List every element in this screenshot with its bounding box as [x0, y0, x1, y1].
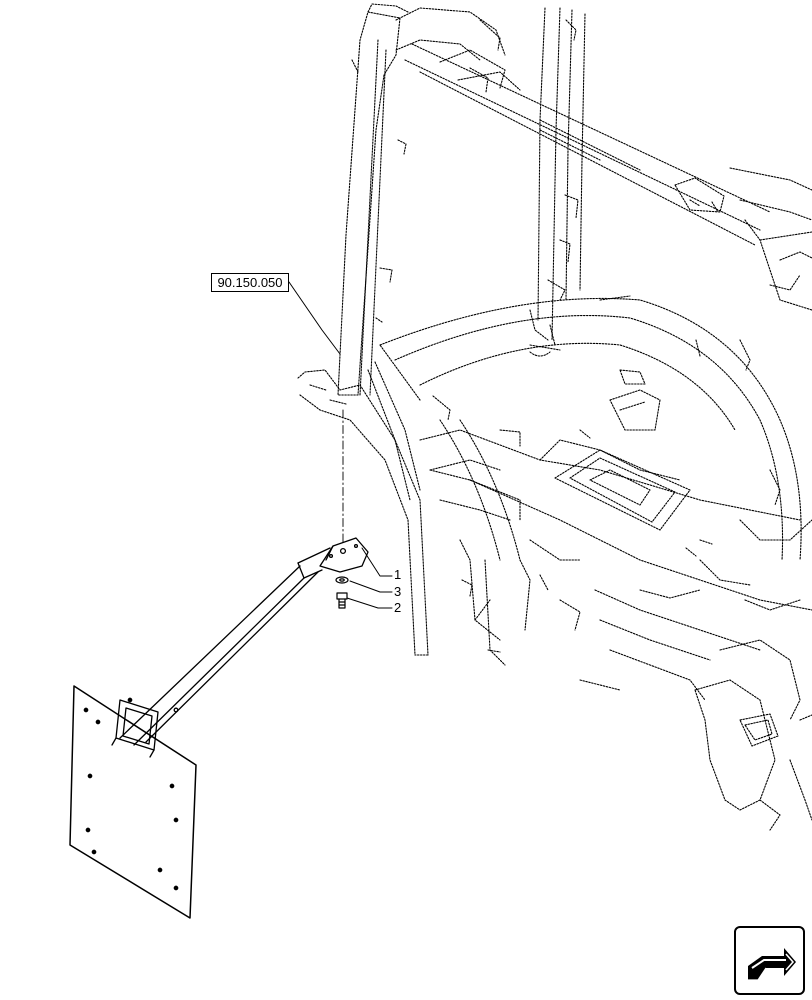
- support-bracket: [297, 537, 369, 579]
- callout-3[interactable]: 3: [394, 584, 402, 599]
- rear-fender: [379, 295, 802, 561]
- next-page-arrow-icon: [748, 948, 796, 981]
- side-rail: [297, 361, 549, 666]
- number-plate: [69, 685, 197, 919]
- callout-2[interactable]: 2: [394, 600, 402, 615]
- center-housing: [419, 389, 812, 831]
- center-post: [537, 7, 641, 341]
- vertical-post: [337, 3, 409, 396]
- callout-1[interactable]: 1: [394, 567, 402, 582]
- upper-frame: [395, 7, 812, 311]
- washer: [335, 576, 349, 584]
- bolt: [336, 592, 348, 609]
- number-plate-holder: [111, 699, 159, 758]
- reference-label[interactable]: 90.150.050: [211, 273, 289, 292]
- next-page-button[interactable]: [734, 926, 805, 995]
- callout-leaders: [288, 281, 393, 609]
- support-arm: [119, 565, 319, 746]
